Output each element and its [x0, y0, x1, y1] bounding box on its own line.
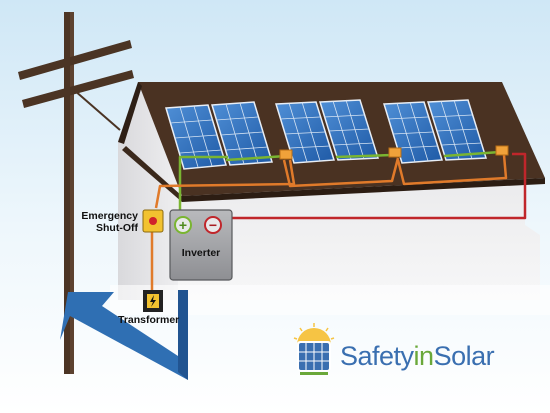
emergency-shutoff-box: [142, 209, 164, 233]
lightning-icon: [150, 295, 156, 307]
utility-pole: [18, 12, 134, 374]
inverter-label: Inverter: [182, 247, 221, 259]
roof-eave: [182, 178, 545, 202]
transformer-label: Transformer: [118, 314, 180, 326]
solar-panel: [211, 101, 273, 166]
emergency-label-line2: Shut-Off: [96, 222, 138, 234]
solar-panel: [275, 101, 335, 164]
junction-box: [388, 147, 402, 158]
brand-part-solar: Solar: [433, 341, 495, 371]
emergency-label-line1: Emergency: [81, 210, 138, 222]
negative-terminal-icon: [204, 216, 222, 234]
green-wire-segment: [335, 153, 393, 159]
transformer-box: [143, 290, 163, 312]
green-wire-segment: [443, 150, 501, 158]
orange-wire-loop: [282, 157, 400, 188]
roof-overhang: [122, 146, 182, 202]
inverter-box: + − Inverter: [169, 209, 233, 281]
solar-array: [165, 99, 488, 170]
orange-wire-loop: [396, 154, 508, 186]
negative-symbol: −: [209, 217, 217, 233]
roof-gable-edge: [118, 82, 142, 144]
shutoff-red-button: [149, 217, 157, 225]
green-wire: [178, 155, 228, 216]
positive-terminal-icon: [174, 216, 192, 234]
brand-part-in: in: [413, 341, 435, 371]
solar-panel: [318, 99, 380, 161]
emergency-shutoff-label: Emergency Shut-Off: [78, 210, 138, 234]
solar-panel: [426, 99, 488, 161]
orange-wire-feed: [154, 159, 296, 209]
brand-wordmark: SafetyinSolar: [340, 341, 495, 372]
safety-in-solar-logo-icon: [293, 323, 335, 375]
junction-box: [279, 149, 293, 160]
positive-symbol: +: [179, 217, 187, 233]
grid-flow-arrow: [60, 290, 188, 380]
wall-ground-fade: [110, 285, 550, 315]
roof-wiring: [154, 150, 527, 226]
green-wire-segment: [225, 154, 287, 162]
junction-box: [495, 145, 509, 156]
brand-part-safety: Safety: [340, 341, 414, 371]
